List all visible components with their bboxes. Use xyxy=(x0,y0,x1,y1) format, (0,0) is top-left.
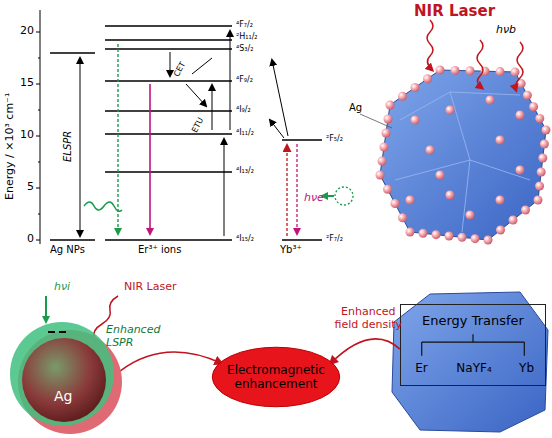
text-label: NIR Laser xyxy=(414,3,495,20)
ag-particle xyxy=(535,182,544,191)
ag-particle xyxy=(540,140,549,149)
text-label: ⁴F₇/₂ xyxy=(236,20,253,29)
node-text: Enhanced LSPR xyxy=(106,324,164,349)
ag-particle xyxy=(378,157,387,166)
ag-particle xyxy=(496,226,505,235)
text-label: ⁴I₁₃/₂ xyxy=(236,166,254,175)
text-label: hνb xyxy=(496,24,516,37)
text-label: Yb³⁺ xyxy=(280,244,302,256)
text-label: Energy / ×10³ cm⁻¹ xyxy=(4,93,17,200)
ag-particle xyxy=(423,74,432,83)
text-label: ⁴I₁₅/₂ xyxy=(236,234,254,243)
text-label: ²F₇/₂ xyxy=(326,234,343,243)
text-label: Ag NPs xyxy=(50,244,85,256)
ag-particle xyxy=(516,166,525,175)
text-label: 20 xyxy=(20,25,34,38)
ag-particle xyxy=(419,229,428,238)
node-text: NaYF₄ xyxy=(456,361,491,375)
ag-particle xyxy=(411,116,420,125)
ag-particle xyxy=(509,216,518,225)
edge-label: Enhanced field density xyxy=(328,306,408,331)
ag-particle xyxy=(446,191,455,200)
text-label: ⁴I₉/₂ xyxy=(236,105,251,114)
node-text: Ag xyxy=(54,388,72,404)
bracket-line xyxy=(422,334,525,355)
text-label: ELSPR xyxy=(62,131,74,162)
ellipse-outline xyxy=(212,347,339,407)
text-label: Ag xyxy=(349,102,362,114)
ag-particle xyxy=(382,129,391,138)
node-text: Yb xyxy=(519,361,534,375)
ag-particle xyxy=(534,196,543,205)
text-label: ⁴F₉/₂ xyxy=(236,75,253,84)
ag-particle xyxy=(406,196,415,205)
text-label: ⁴S₃/₂ xyxy=(236,44,253,53)
text-label: ²H₁₁/₂ xyxy=(236,32,258,41)
ag-particle xyxy=(537,168,546,177)
ag-particle xyxy=(542,126,551,135)
node-text: Er xyxy=(415,361,428,375)
ag-particle xyxy=(516,111,525,120)
charge-mark xyxy=(48,331,66,333)
ag-particle xyxy=(471,234,480,243)
ag-particle xyxy=(484,236,493,245)
node-text: Electromagnetic enhancement xyxy=(226,363,326,392)
ag-particle xyxy=(523,91,532,100)
energy-transfer-box: Energy TransferEr NaYF₄ Yb xyxy=(400,304,546,386)
ag-particle xyxy=(411,83,420,92)
ag-core xyxy=(22,338,106,422)
ag-particle xyxy=(386,101,395,110)
ag-particle xyxy=(384,115,393,124)
node-text: Energy Transfer xyxy=(401,313,545,328)
ag-particle xyxy=(496,67,505,76)
ag-particle xyxy=(529,102,538,111)
ag-particle xyxy=(496,196,505,205)
ag-particle xyxy=(458,233,467,242)
ag-particle xyxy=(445,232,454,241)
ag-particle xyxy=(466,66,475,75)
ag-particle xyxy=(486,96,495,105)
ag-particle xyxy=(511,68,520,77)
ag-particle xyxy=(521,206,530,215)
ag-particle xyxy=(406,228,415,237)
ag-particle xyxy=(380,143,389,152)
flow-arrow xyxy=(331,339,400,363)
ag-particle xyxy=(535,114,544,123)
ag-particle xyxy=(446,106,455,115)
text-label: Er³⁺ ions xyxy=(138,244,181,256)
ag-particle xyxy=(391,199,400,208)
lspr-green xyxy=(10,322,114,426)
text-label: ²F₅/₂ xyxy=(326,134,343,143)
ag-particle xyxy=(426,146,435,155)
ag-particle xyxy=(432,230,441,239)
flow-arrow xyxy=(120,352,221,371)
ag-particle xyxy=(376,171,385,180)
ag-particle xyxy=(383,185,392,194)
text-label: 5 xyxy=(27,181,34,194)
text-label: 15 xyxy=(20,77,34,90)
ag-sphere: Enhanced LSPRAg xyxy=(4,318,128,436)
text-label: hνe xyxy=(304,192,324,205)
text-label: 0 xyxy=(27,233,34,246)
ag-particle xyxy=(436,171,445,180)
enhancement-ellipse: Electromagnetic enhancement xyxy=(211,346,341,408)
text-label: NIR Laser xyxy=(124,281,177,294)
ag-particle xyxy=(466,211,475,220)
ag-particle xyxy=(451,66,460,75)
ag-particle xyxy=(538,154,547,163)
ag-particle xyxy=(436,66,445,75)
text-label: ⁴I₁₁/₂ xyxy=(236,128,254,137)
ag-particle xyxy=(496,136,505,145)
text-label: 10 xyxy=(20,129,34,142)
ag-particle xyxy=(398,92,407,101)
text-label: ETU xyxy=(190,116,206,134)
text-label: CET xyxy=(172,60,187,78)
text-label: hνi xyxy=(54,281,70,294)
ag-particle xyxy=(398,213,407,222)
